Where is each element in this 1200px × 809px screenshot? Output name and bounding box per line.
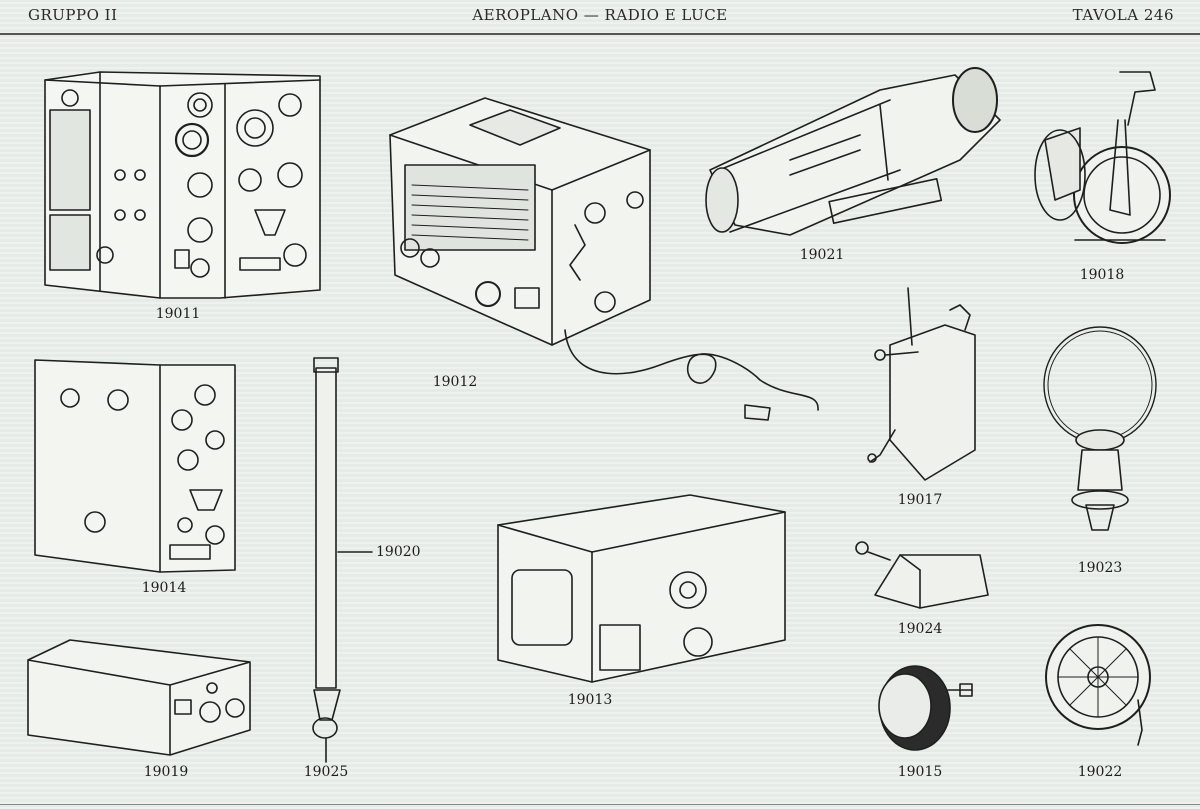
device-19023-loop-antenna bbox=[1043, 326, 1157, 531]
caption-19011: 19011 bbox=[155, 306, 201, 322]
header-rule bbox=[0, 33, 1200, 35]
caption-19024: 19024 bbox=[897, 621, 943, 637]
device-19014-box-unit bbox=[34, 359, 236, 573]
caption-19019: 19019 bbox=[143, 764, 189, 780]
device-19015-gauge bbox=[878, 665, 973, 751]
device-19017-hand-unit bbox=[867, 287, 976, 481]
footer-rule bbox=[0, 804, 1200, 805]
caption-19015: 19015 bbox=[897, 764, 943, 780]
device-19013-large-box bbox=[497, 494, 786, 683]
caption-19023: 19023 bbox=[1077, 560, 1123, 576]
device-19025-tube-end bbox=[312, 689, 341, 763]
device-19019-small-box bbox=[27, 639, 251, 756]
caption-19013: 19013 bbox=[567, 692, 613, 708]
caption-19022: 19022 bbox=[1077, 764, 1123, 780]
device-19012-receiver bbox=[389, 97, 819, 421]
device-19022-dial-reel bbox=[1045, 624, 1151, 746]
device-19011-radio-set bbox=[44, 71, 321, 299]
caption-19018: 19018 bbox=[1079, 267, 1125, 283]
plate-title: AEROPLANO — RADIO E LUCE bbox=[472, 6, 728, 24]
caption-19020: 19020 bbox=[376, 544, 421, 560]
device-19020-tube bbox=[313, 357, 373, 689]
caption-19012: 19012 bbox=[432, 374, 478, 390]
caption-19014: 19014 bbox=[141, 580, 187, 596]
caption-19017: 19017 bbox=[897, 492, 943, 508]
group-heading: GRUPPO II bbox=[28, 6, 118, 24]
caption-19021: 19021 bbox=[799, 247, 845, 263]
device-19021-cylinder-unit bbox=[705, 67, 1001, 236]
caption-19025: 19025 bbox=[303, 764, 349, 780]
device-19018-reel-crank bbox=[1034, 71, 1171, 244]
plate-number: TAVOLA 246 bbox=[1072, 6, 1174, 24]
device-19024-key bbox=[855, 541, 989, 609]
